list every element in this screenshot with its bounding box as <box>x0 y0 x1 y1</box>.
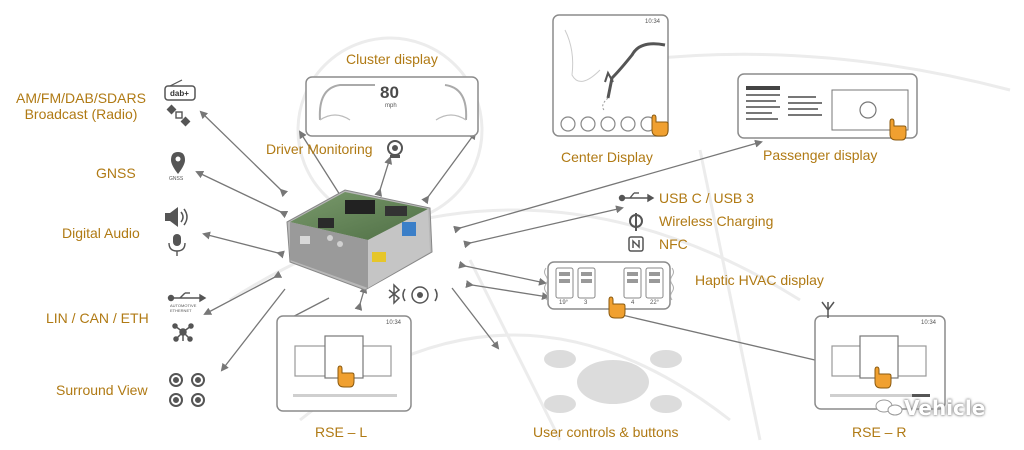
usb-network-icon <box>167 292 207 303</box>
arrow-usb-charging <box>463 205 624 249</box>
arrow-driver-monitoring <box>374 156 393 197</box>
label-radio: AM/FM/DAB/SDARS Broadcast (Radio) <box>16 90 146 123</box>
usb-icon <box>618 192 655 203</box>
surround-view-cameras-icon <box>169 373 205 407</box>
wireless-charging-icon <box>629 213 643 231</box>
watermark: Vehicle <box>904 396 986 420</box>
label-center-display: Center Display <box>561 149 653 165</box>
label-gnss: GNSS <box>96 165 136 181</box>
hand-pointer-icon <box>889 118 907 141</box>
driver-monitoring-camera-icon <box>387 140 403 158</box>
label-digital-audio: Digital Audio <box>62 225 140 241</box>
label-lin-can-eth: LIN / CAN / ETH <box>46 310 149 326</box>
user-controls-buttons <box>544 350 682 413</box>
hand-pointer-icon <box>651 114 669 137</box>
hvac-right-fan: 4 <box>631 300 635 306</box>
arrow-user-controls <box>451 287 500 350</box>
wireless-signal-icon <box>402 286 438 304</box>
gnss-pin-icon <box>171 152 185 174</box>
radio-icon <box>164 79 196 101</box>
label-nfc: NFC <box>659 236 688 252</box>
label-rse-l: RSE – L <box>315 424 368 440</box>
passenger-display-screen <box>737 73 918 139</box>
hvac-display-panel <box>544 261 674 310</box>
label-passenger-display: Passenger display <box>763 147 878 163</box>
arrow-gnss <box>195 170 289 219</box>
gnss-icon-text: GNSS <box>169 176 184 182</box>
hand-pointer-icon <box>874 366 892 389</box>
network-hub-icon <box>172 323 194 342</box>
arrow-lin-can-eth <box>203 270 283 315</box>
arrow-center-display <box>421 131 477 205</box>
rse-left-time: 10:34 <box>386 320 402 326</box>
label-user-controls: User controls & buttons <box>533 424 679 440</box>
rse-left-screen <box>276 315 412 412</box>
cluster-speed-unit: mph <box>385 103 397 109</box>
label-usb: USB C / USB 3 <box>659 190 754 206</box>
arrow-cluster <box>298 130 347 203</box>
microphone-icon <box>168 234 186 256</box>
hand-pointer-icon <box>608 296 626 319</box>
nfc-icon <box>628 236 644 252</box>
hvac-right-temp: 22° <box>650 300 660 306</box>
antenna-icon <box>821 301 835 318</box>
center-display-screen <box>552 14 669 137</box>
label-surround-view: Surround View <box>56 382 148 398</box>
arrow-surround-view <box>220 288 286 372</box>
label-cluster-display: Cluster display <box>346 51 438 67</box>
arrow-hvac-2 <box>465 280 550 301</box>
label-wireless-charging: Wireless Charging <box>659 213 774 229</box>
label-haptic-hvac: Haptic HVAC display <box>695 272 824 288</box>
eth-icon-text: AUTOMOTIVE ETHERNET <box>170 303 197 313</box>
cluster-speed: 80 <box>380 83 399 102</box>
rse-right-time: 10:34 <box>921 320 937 326</box>
speaker-icon <box>165 207 188 227</box>
satellite-icon <box>166 104 191 127</box>
connection-arrows <box>195 110 834 372</box>
center-display-time: 10:34 <box>645 19 661 25</box>
hvac-left-fan: 3 <box>584 300 588 306</box>
hand-pointer-icon <box>337 365 355 388</box>
arrow-rse-r <box>621 314 834 367</box>
label-driver-monitoring: Driver Monitoring <box>266 141 373 157</box>
radio-dab-text: dab+ <box>170 89 189 98</box>
central-ecu-board <box>286 189 433 291</box>
watermark-logo-icon <box>875 399 903 416</box>
bluetooth-icon <box>388 283 401 305</box>
arrow-digital-audio <box>202 231 285 259</box>
hvac-left-temp: 19° <box>559 300 569 306</box>
cluster-display <box>305 76 479 137</box>
label-rse-r: RSE – R <box>852 424 907 440</box>
